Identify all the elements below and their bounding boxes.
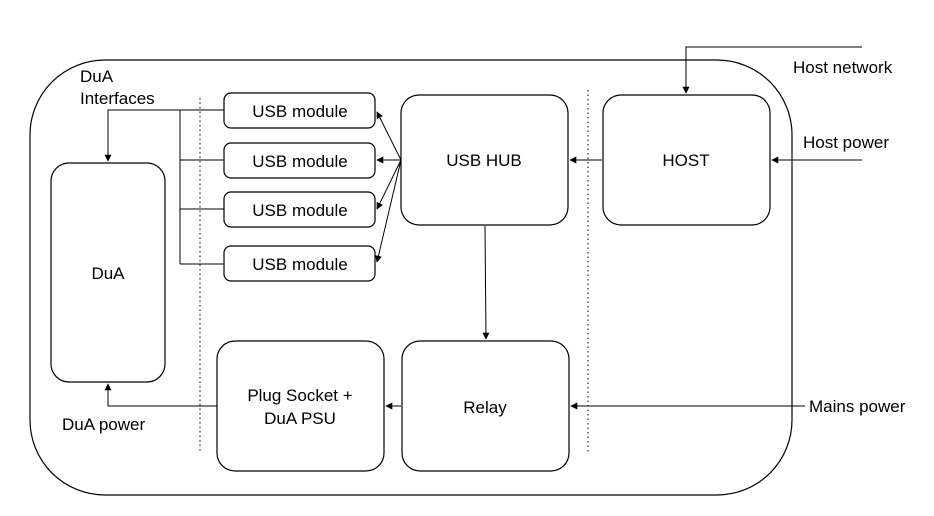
relay-label: Relay: [463, 398, 507, 417]
dua-box: [50, 162, 166, 383]
dua-label: DuA: [91, 264, 125, 283]
plug-socket-label-line1: Plug Socket +: [247, 386, 352, 405]
dua-power-label: DuA power: [62, 415, 145, 434]
host-network-connector: [682, 46, 862, 94]
plug-socket-label-line2: DuA PSU: [264, 409, 336, 428]
hub-to-usb-module-4-connector: [375, 159, 402, 263]
usb-hub-label: USB HUB: [446, 151, 522, 170]
dua-interfaces-label-line2: Interfaces: [80, 89, 155, 108]
hub-to-usb-module-1-connector: [376, 111, 402, 161]
usb-module-label-2: USB module: [252, 152, 347, 171]
mains-power-label: Mains power: [809, 397, 906, 416]
usb-module-label-3: USB module: [252, 201, 347, 220]
hub-to-usb-module-3-connector: [376, 159, 402, 210]
relay-box: [401, 340, 570, 472]
hub-to-relay-connector: [482, 225, 490, 340]
plug-socket-box: [216, 340, 385, 472]
host-label: HOST: [662, 151, 709, 170]
plug-to-dua-power-connector: [104, 383, 217, 407]
usb-module-label-4: USB module: [252, 255, 347, 274]
host-box: [602, 94, 771, 226]
usb-module-label-1: USB module: [252, 102, 347, 121]
host-network-label: Host network: [793, 58, 893, 77]
bus-to-dua-connector: [104, 109, 180, 162]
enclosure-boundary: [29, 59, 793, 496]
host-power-label: Host power: [803, 133, 889, 152]
dua-interfaces-label-line1: DuA: [80, 67, 114, 86]
